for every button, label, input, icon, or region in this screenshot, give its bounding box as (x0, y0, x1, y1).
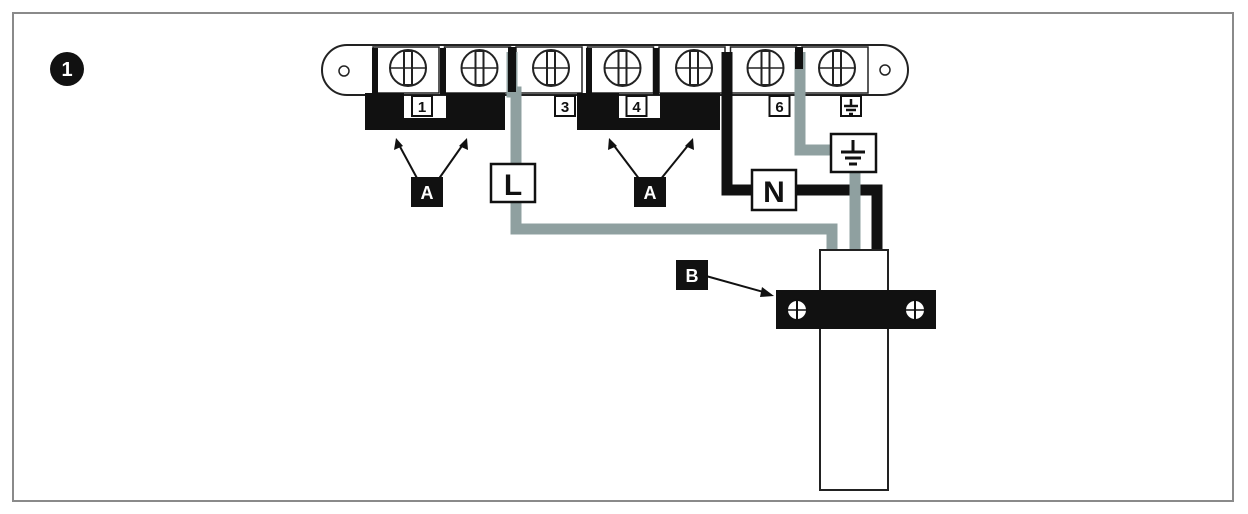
earth-ground-icon (841, 140, 865, 166)
earth-wire-upper (794, 52, 832, 156)
terminal-number: 1 (418, 99, 426, 116)
clamp-screw-right-icon (904, 299, 926, 321)
jumper-1-2 (365, 93, 505, 130)
callout-a-left: A (394, 138, 468, 207)
terminal-earth (801, 46, 869, 117)
terminal-number-box (411, 95, 433, 117)
callout-a-right-arrow-2 (659, 142, 691, 181)
live-label-text: L (504, 169, 522, 202)
terminal-number: 4 (632, 99, 641, 116)
live-label: L (489, 162, 537, 204)
terminal-3: 3 (515, 46, 583, 117)
terminal-number-box (625, 95, 648, 117)
screw-terminal-icon (460, 49, 499, 87)
terminal-6: 6 (729, 46, 798, 117)
callout-b-box (676, 260, 708, 290)
terminal-number-box (554, 95, 576, 117)
callout-b-arrow (705, 275, 768, 294)
terminal-5: 5 (658, 46, 726, 117)
screw-terminal-icon (389, 49, 427, 87)
jumper-post-4 (586, 48, 592, 95)
earth-ground-icon (844, 99, 858, 116)
callout-a-left-box (411, 177, 443, 207)
neutral-label-box (750, 168, 798, 212)
callout-a-right: A (608, 138, 694, 207)
step-badge-circle (50, 52, 84, 86)
callout-a-left-arrow-2 (437, 142, 465, 181)
cable-clamp (776, 290, 936, 329)
screw-terminal-icon (603, 49, 642, 87)
cable-sheath (819, 249, 889, 491)
neutral-label-text: N (763, 176, 785, 209)
callout-a-right-text: A (644, 183, 657, 203)
jumper-post-1 (372, 48, 378, 95)
screw-terminal-icon (746, 49, 785, 87)
jumper-4-5 (577, 93, 720, 130)
earth-wire (794, 47, 861, 253)
screw-terminal-icon (532, 49, 570, 87)
jumper-post-2 (440, 48, 446, 95)
earth-wire-entry (795, 47, 803, 69)
terminal-block: 123456 (321, 44, 909, 117)
neutral-wire-lower (796, 184, 883, 253)
terminal-4: 4 (586, 46, 655, 117)
callout-a-right-arrow-1 (611, 142, 641, 181)
earth-label (829, 132, 878, 174)
neutral-label: N (750, 168, 798, 212)
live-wire (506, 47, 838, 253)
callout-a-right-box (634, 177, 666, 207)
jumper-brackets (365, 48, 720, 130)
step-badge: 1 (50, 52, 84, 86)
earth-ground-symbol-icon (818, 49, 856, 87)
neutral-wire-upper (721, 52, 760, 196)
terminal-1: 1 (372, 46, 440, 117)
neutral-wire (721, 52, 883, 253)
mounting-hole-left (338, 65, 350, 77)
callout-b-text: B (686, 266, 699, 286)
screw-terminal-icon (675, 49, 713, 87)
terminal-number-box (768, 95, 791, 117)
live-wire-entry (508, 47, 516, 92)
jumper-post-5 (653, 48, 659, 95)
cable (819, 249, 889, 491)
live-label-box (489, 162, 537, 204)
callout-a-left-arrow-1 (397, 142, 419, 181)
terminal-number: 3 (561, 99, 569, 116)
callout-a-left-text: A (421, 183, 434, 203)
terminal-number: 6 (775, 99, 783, 116)
mounting-hole-right (879, 64, 891, 76)
clamp-screw-left-icon (786, 299, 808, 321)
callout-b: B (676, 260, 774, 297)
step-number: 1 (61, 59, 72, 81)
